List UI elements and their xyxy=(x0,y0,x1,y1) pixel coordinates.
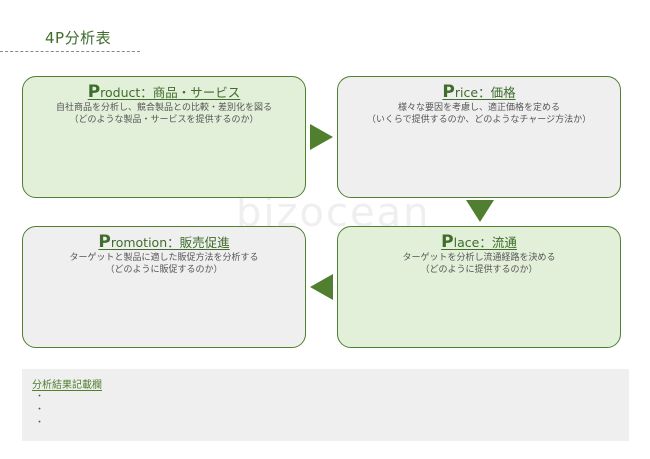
results-title: 分析結果記載欄 xyxy=(32,380,102,391)
place-heading-initial: P xyxy=(441,232,454,252)
product-heading-initial: P xyxy=(87,82,101,102)
results-bullet: ・ xyxy=(35,392,45,402)
arrow-down-icon xyxy=(466,200,494,222)
promotion-heading-text: romotion：販売促進 xyxy=(110,235,230,250)
promotion-question: （どのように販促するのか） xyxy=(105,265,223,275)
page-title: 4P分析表 xyxy=(45,29,112,47)
price-description: 様々な要因を考慮し、適正価格を定める xyxy=(397,103,560,113)
promotion-description: ターゲットと製品に適した販促方法を分析する xyxy=(69,253,259,263)
price-heading-initial: P xyxy=(442,82,455,102)
price-box: Price：価格 様々な要因を考慮し、適正価格を定める （いくらで提供するのか、… xyxy=(337,76,621,198)
price-heading: Price：価格 xyxy=(442,82,515,102)
place-question: （どのように提供するのか） xyxy=(420,265,538,275)
product-heading-text: roduct：商品・サービス xyxy=(100,85,241,100)
product-description: 自社商品を分析し、競合製品との比較・差別化を図る xyxy=(56,103,272,113)
price-question: （いくらで提供するのか、どのようなチャージ方法か） xyxy=(366,115,592,125)
arrow-left-icon xyxy=(310,274,333,300)
product-box: Product：商品・サービス 自社商品を分析し、競合製品との比較・差別化を図る… xyxy=(22,76,306,198)
arrow-right-icon xyxy=(310,124,333,150)
price-heading-text: rice：価格 xyxy=(454,85,516,100)
promotion-box: Promotion：販売促進 ターゲットと製品に適した販促方法を分析する （どの… xyxy=(22,226,306,348)
place-heading-text: lace：流通 xyxy=(453,235,517,250)
results-bullet: ・ xyxy=(35,405,45,415)
place-box: Place：流通 ターゲットを分析し流通経路を決める （どのように提供するのか） xyxy=(337,226,621,348)
product-question: （どのような製品・サービスを提供するのか） xyxy=(69,115,259,125)
place-description: ターゲットを分析し流通経路を決める xyxy=(402,253,556,263)
product-heading: Product：商品・サービス xyxy=(88,82,241,102)
place-heading: Place：流通 xyxy=(441,232,517,252)
promotion-heading-initial: P xyxy=(98,232,111,252)
results-bullet: ・ xyxy=(35,418,45,428)
results-section: 分析結果記載欄 ・ ・ ・ xyxy=(22,369,629,441)
title-divider xyxy=(0,51,140,52)
promotion-heading: Promotion：販売促進 xyxy=(98,232,229,252)
